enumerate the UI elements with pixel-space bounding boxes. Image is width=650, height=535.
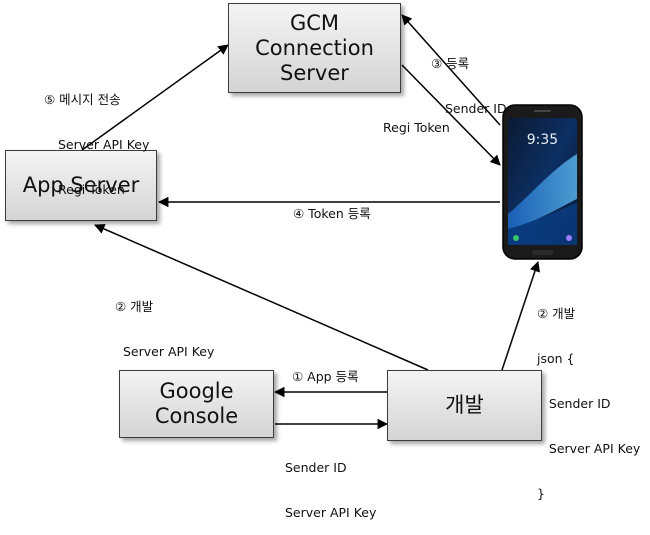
sender-bottom-line2: Server API Key xyxy=(285,505,377,520)
google-console-box: Google Console xyxy=(119,370,274,438)
phone-clock: 9:35 xyxy=(527,132,558,148)
arrow-dev-to-appserver xyxy=(94,223,429,371)
step2-right-line5: } xyxy=(537,486,545,501)
google-console-box-label: Google Console xyxy=(154,379,239,428)
step5-title: ⑤ 메시지 전송 xyxy=(44,92,121,107)
step3-label: ③ 등록 Sender ID xyxy=(431,26,507,131)
step3-title: ③ 등록 xyxy=(431,56,470,71)
app-server-box-label: App Server xyxy=(22,173,140,197)
step5-line3: Regi Token xyxy=(58,182,125,197)
step2-left-line2: Server API Key xyxy=(123,344,215,359)
step2-right-label: ② 개발 json { Sender ID Server API Key } xyxy=(537,276,640,516)
step5-label: ⑤ 메시지 전송 Server API Key Regi Token xyxy=(44,62,149,212)
step2-right-line3: Sender ID xyxy=(537,396,611,411)
gcm-box-label: GCM Connection Server xyxy=(255,10,374,85)
arrow-app-to-gcm xyxy=(81,44,229,151)
regi-token-label: Regi Token xyxy=(383,120,450,135)
dev-box-label: 개발 xyxy=(445,393,484,417)
gcm-connection-server-box: GCM Connection Server xyxy=(228,3,401,93)
diagram-arrows xyxy=(81,14,540,430)
step4-label: ④ Token 등록 xyxy=(293,206,371,221)
app-server-box: App Server xyxy=(5,150,157,221)
step5-line2: Server API Key xyxy=(58,137,150,152)
step2-right-line2: json { xyxy=(537,351,575,366)
step3-line2: Sender ID xyxy=(445,101,507,116)
arrow-phone-to-gcm xyxy=(401,14,501,126)
step2-left-label: ② 개발 Server API Key xyxy=(115,269,214,374)
smartphone-image: 9:35 xyxy=(502,104,583,260)
sender-bottom-line1: Sender ID xyxy=(285,460,347,475)
step1-label: ① App 등록 xyxy=(292,369,359,384)
step2-left-title: ② 개발 xyxy=(115,299,154,314)
step2-right-title: ② 개발 xyxy=(537,306,576,321)
sender-bottom-label: Sender ID Server API Key xyxy=(285,430,376,535)
dev-box: 개발 xyxy=(387,370,542,441)
arrow-gcm-to-phone xyxy=(401,64,501,166)
step2-right-line4: Server API Key xyxy=(537,441,641,456)
arrow-dev-to-phone xyxy=(501,261,540,371)
